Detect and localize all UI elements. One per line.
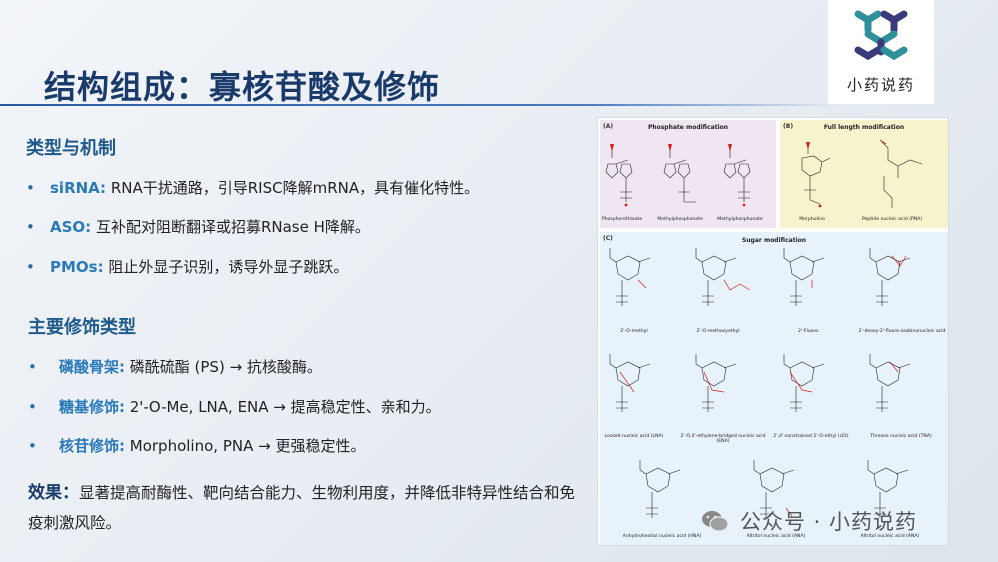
sugar-structures-icon — [609, 247, 911, 519]
molecule-label: Altritol nucleic acid (ANA) — [860, 534, 920, 539]
item-key: PMOs: — [50, 258, 104, 276]
molecule-label: Anhydrohexitol nucleic acid (HNA) — [622, 534, 702, 539]
molecule-label: Methylphosphonate — [717, 217, 763, 222]
bullet: • — [26, 218, 35, 236]
item-text: 2'-O-Me, LNA, ENA → 提高稳定性、亲和力。 — [125, 398, 441, 416]
bullet: • — [28, 437, 37, 455]
molecule-label: Altritol nucleic acid (ANA) — [746, 534, 806, 539]
panel-phosphate-modification: (A) Phosphate modification Phosphorothio… — [600, 120, 776, 228]
bullet: • — [26, 258, 35, 276]
molecule-label: Threose nucleic acid (TNA) — [870, 434, 932, 439]
molecule-label: Methylphosphonate — [657, 217, 703, 222]
title-divider — [0, 104, 840, 106]
item-key: siRNA: — [50, 179, 107, 197]
watermark: 公众号 · 小药说药 — [700, 506, 917, 536]
wechat-icon — [702, 511, 729, 532]
panel-heading: Full length modification — [823, 124, 905, 131]
effect-paragraph: 效果：显著提高耐酶性、靶向结合能力、生物利用度，并降低非特异性结合和免疫刺激风险… — [28, 478, 588, 538]
watermark-text: 公众号 · 小药说药 — [740, 510, 918, 534]
molecule-label: 2'-O-methoxyethyl — [696, 329, 740, 334]
item-text: Morpholino, PNA → 更强稳定性。 — [125, 437, 366, 455]
panel-heading: Phosphate modification — [647, 124, 729, 131]
page-title: 结构组成：寡核苷酸及修饰 — [44, 68, 441, 106]
molecule-label: 2'-Fluoro — [797, 329, 819, 334]
phosphate-structures-icon — [605, 144, 751, 207]
panel-tag: (A) — [603, 123, 614, 130]
molecule-label: Phosphorothioate — [601, 217, 643, 222]
molecule-label: 2'-O,4'-ethylene-bridged nucleic acid (E… — [680, 434, 766, 444]
section-heading-types: 类型与机制 — [26, 138, 116, 159]
section-heading-modifications: 主要修饰类型 — [28, 317, 136, 338]
item-text: RNA干扰通路，引导RISC降解mRNA，具有催化特性。 — [106, 179, 480, 197]
molecule-label: 2'-deoxy-2'-fluoro-arabinonucleic acid — [858, 329, 946, 334]
item-text: 磷酰硫酯 (PS) → 抗核酸酶。 — [125, 358, 322, 376]
item-key: 磷酸骨架: — [59, 358, 125, 376]
item-text: 互补配对阻断翻译或招募RNase H降解。 — [91, 218, 370, 236]
logo-text: 小药说药 — [846, 76, 915, 94]
molecule-label: Locked nucleic acid (LNA) — [604, 434, 664, 439]
molecule-label: 2',4'-constrained 2'-O-ethyl (cEt) — [773, 434, 849, 439]
bullet: • — [28, 358, 37, 376]
effect-text: 显著提高耐酶性、靶向结合能力、生物利用度，并降低非特异性结合和免疫刺激风险。 — [28, 484, 576, 532]
hexagon-molecule-logo-icon — [854, 10, 908, 61]
item-key: 核苷修饰: — [59, 437, 125, 455]
panel-full-length-modification: (B) Full length modification Morpholino … — [780, 120, 948, 228]
list-item: • 磷酸骨架: 磷酰硫酯 (PS) → 抗核酸酶。 — [28, 356, 322, 377]
list-item: • 糖基修饰: 2'-O-Me, LNA, ENA → 提高稳定性、亲和力。 — [28, 396, 441, 417]
full-length-structures-icon — [801, 139, 923, 208]
structure-figure: (A) Phosphate modification Phosphorothio… — [597, 117, 949, 546]
panel-sugar-modification: (C) Sugar modification — [600, 232, 948, 545]
panel-tag: (B) — [783, 123, 794, 130]
list-item: • PMOs: 阻止外显子识别，诱导外显子跳跃。 — [26, 256, 348, 277]
molecule-label: 2'-O-methyl — [620, 329, 648, 334]
list-item: • ASO: 互补配对阻断翻译或招募RNase H降解。 — [26, 216, 370, 237]
bullet: • — [26, 179, 35, 197]
molecule-label: Peptide nucleic acid (PNA) — [861, 217, 923, 222]
panel-heading: Sugar modification — [741, 237, 807, 244]
list-item: • siRNA: RNA干扰通路，引导RISC降解mRNA，具有催化特性。 — [26, 177, 479, 198]
list-item: • 核苷修饰: Morpholino, PNA → 更强稳定性。 — [28, 435, 365, 456]
item-text: 阻止外显子识别，诱导外显子跳跃。 — [103, 258, 349, 276]
effect-key: 效果： — [28, 483, 79, 503]
bullet: • — [28, 398, 37, 416]
molecule-label: Morpholino — [799, 217, 825, 222]
item-key: 糖基修饰: — [59, 398, 125, 416]
item-key: ASO: — [50, 218, 92, 236]
logo: 小药说药 — [828, 0, 934, 104]
panel-tag: (C) — [603, 235, 613, 242]
